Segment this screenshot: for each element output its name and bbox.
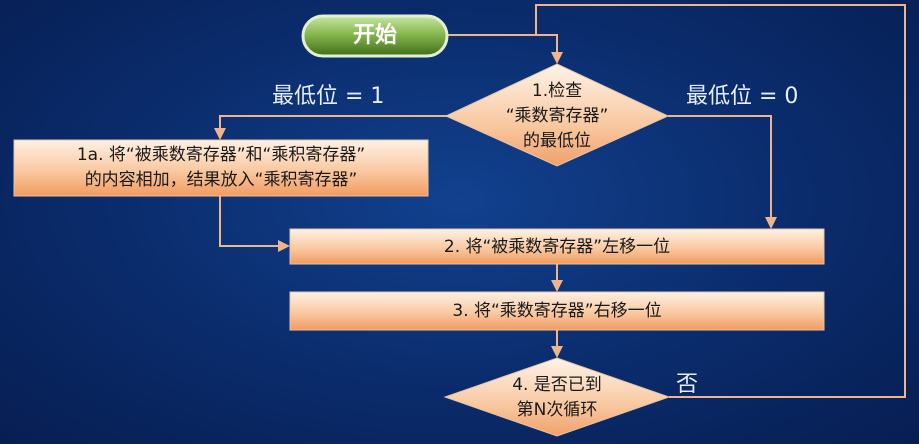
shift-left-node: 2. 将“被乘数寄存器”左移一位 — [290, 229, 824, 264]
edge-repeat-no-loop — [535, 4, 906, 398]
shift-left-label: 2. 将“被乘数寄存器”左移一位 — [443, 236, 671, 257]
check-line-3: 的最低位 — [523, 130, 591, 151]
edge-start-to-check — [448, 34, 563, 64]
start-label: 开始 — [352, 23, 397, 48]
shift-right-label: 3. 将“乘数寄存器”右移一位 — [452, 301, 662, 321]
shift-left-node-shape — [289, 228, 825, 265]
edge-check-to-shift-left — [668, 115, 777, 229]
edge-label-lsb-zero: 最低位 = 0 — [686, 84, 799, 109]
check-node: 1.检查 “乘数寄存器” 的最低位 — [476, 74, 638, 158]
check-node-shape — [444, 63, 670, 167]
add-line-2: 的内容相加，结果放入“乘积寄存器” — [84, 170, 358, 190]
repeat-node: 4. 是否已到 第N次循环 — [483, 370, 631, 426]
edge-label-no: 否 — [676, 372, 699, 397]
repeat-line-2: 第N次循环 — [516, 400, 598, 420]
repeat-line-1: 4. 是否已到 — [512, 375, 602, 395]
start-node: 开始 — [303, 16, 447, 56]
check-line-2: “乘数寄存器” — [505, 105, 609, 126]
add-line-1: 1a. 将“被乘数寄存器”和“乘积寄存器” — [76, 145, 366, 165]
add-node: 1a. 将“被乘数寄存器”和“乘积寄存器” 的内容相加，结果放入“乘积寄存器” — [14, 140, 428, 196]
edge-check-to-add — [214, 115, 448, 140]
check-line-1: 1.检查 — [531, 80, 583, 101]
edge-add-to-shift-left — [219, 196, 290, 252]
shift-right-node-shape — [289, 291, 825, 331]
shift-right-node: 3. 将“乘数寄存器”右移一位 — [290, 292, 824, 330]
add-node-shape — [13, 139, 429, 197]
edge-label-lsb-one: 最低位 = 1 — [272, 84, 385, 109]
repeat-node-shape — [443, 357, 671, 437]
start-node-shape — [301, 14, 449, 58]
